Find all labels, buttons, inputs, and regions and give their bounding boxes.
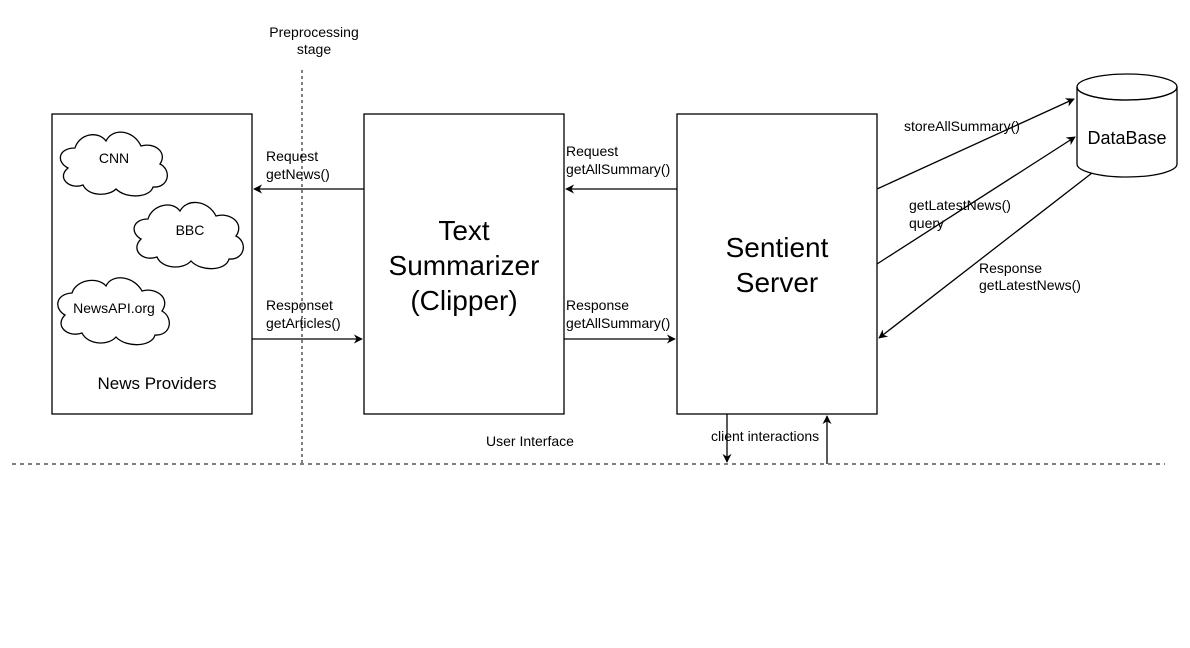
get-news-label-line1: Request [266, 148, 318, 164]
database-cylinder [1076, 73, 1178, 178]
user-interface-label: User Interface [486, 433, 574, 449]
request-all-summary-label-line2: getAllSummary() [566, 161, 670, 177]
news-providers-title: News Providers [97, 374, 216, 393]
store-all-summary-arrow [876, 98, 1075, 190]
get-articles-label-line1: Responset [266, 297, 333, 313]
summarizer-title-line3: (Clipper) [410, 285, 517, 316]
server-title-line2: Server [736, 267, 818, 298]
client-interactions-label: client interactions [711, 428, 819, 444]
get-articles-label-line2: getArticles() [266, 315, 341, 331]
get-latest-news-query-label-line1: getLatestNews() [909, 197, 1011, 213]
response-latest-news-label-line1: Response [979, 260, 1042, 276]
summarizer-title-line1: Text [438, 215, 490, 246]
response-all-summary-label-line1: Response [566, 297, 629, 313]
preprocessing-stage-label-line1: Preprocessing [269, 24, 359, 40]
server-title-line1: Sentient [726, 232, 829, 263]
bbc-cloud [133, 201, 244, 270]
cnn-label: CNN [99, 150, 129, 166]
get-latest-news-query-arrow [876, 136, 1076, 265]
newsapi-cloud [57, 277, 170, 346]
response-latest-news-label-line2: getLatestNews() [979, 277, 1081, 293]
cnn-cloud [59, 131, 168, 197]
bbc-label: BBC [176, 222, 205, 238]
get-news-label-line2: getNews() [266, 166, 330, 182]
get-latest-news-query-label-line2: query [909, 215, 944, 231]
summarizer-title-line2: Summarizer [389, 250, 540, 281]
response-latest-news-arrow [878, 172, 1093, 339]
preprocessing-stage-label-line2: stage [297, 41, 331, 57]
sentient-server-box [676, 113, 878, 415]
text-summarizer-box [363, 113, 565, 415]
newsapi-label: NewsAPI.org [73, 300, 155, 316]
request-all-summary-label-line1: Request [566, 143, 618, 159]
response-all-summary-label-line2: getAllSummary() [566, 315, 670, 331]
database-label: DataBase [1087, 128, 1166, 148]
store-all-summary-label: storeAllSummary() [904, 118, 1020, 134]
